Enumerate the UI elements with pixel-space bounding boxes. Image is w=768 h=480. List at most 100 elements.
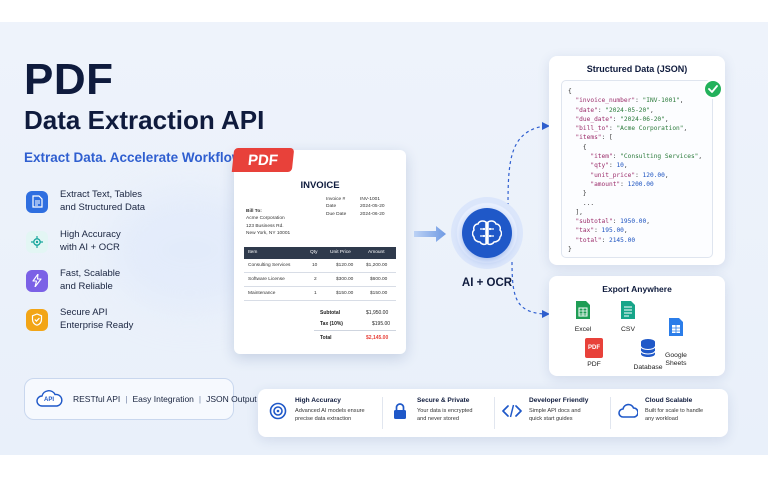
invoice-table-header: Item Qty Unit Price Amount bbox=[244, 247, 396, 259]
invoice-document: INVOICE Bill To: Acme Corporation 123 Bu… bbox=[234, 150, 406, 354]
column-header: Qty bbox=[310, 250, 318, 255]
benefit-desc-line2: precise data extraction bbox=[295, 416, 352, 423]
json-line: ... bbox=[568, 199, 595, 207]
json-line: "amount": 1200.00 bbox=[590, 180, 654, 188]
excel-icon bbox=[563, 300, 603, 323]
meta-value-due: 2024-06-20 bbox=[360, 211, 385, 217]
table-cell: $150.00 bbox=[370, 291, 388, 296]
connector-to-json bbox=[507, 122, 550, 207]
export-card: Export Anywhere Excel CSV Google Sheets … bbox=[549, 276, 725, 376]
brain-icon bbox=[462, 208, 512, 258]
json-line: } bbox=[568, 190, 587, 198]
table-cell: $150.00 bbox=[336, 291, 354, 296]
divider bbox=[382, 397, 383, 429]
benefit-desc-line1: Your data is encrypted bbox=[417, 408, 473, 414]
table-row: Maintenance 1 $150.00 $150.00 bbox=[244, 287, 396, 301]
feature-extract-line1: Extract Text, Tables bbox=[60, 189, 143, 200]
bill-to-line1: Acme Corporation bbox=[246, 216, 285, 222]
csv-icon bbox=[608, 300, 648, 323]
feature-accuracy-line1: High Accuracy bbox=[60, 229, 121, 240]
json-line: "due_date": "2024-06-20", bbox=[575, 115, 669, 123]
hero-tagline: Extract Data. Accelerate Workflows. bbox=[24, 150, 254, 165]
json-line: ], bbox=[568, 208, 583, 216]
json-code: { "invoice_number": "INV-1001", "date": … bbox=[568, 87, 702, 254]
table-cell: $120.00 bbox=[336, 263, 354, 268]
json-output-card: Structured Data (JSON) { "invoice_number… bbox=[549, 56, 725, 265]
invoice-title: INVOICE bbox=[300, 180, 340, 191]
export-excel[interactable]: Excel bbox=[563, 300, 603, 335]
json-line: { bbox=[568, 143, 587, 151]
json-code-box: { "invoice_number": "INV-1001", "date": … bbox=[561, 80, 713, 258]
export-pdf[interactable]: PDF PDF bbox=[574, 338, 614, 369]
json-line: "items": [ bbox=[575, 134, 613, 142]
benefit-desc-line2: and never stored bbox=[417, 416, 459, 423]
benefit-title: High Accuracy bbox=[295, 397, 341, 404]
pdf-icon: PDF bbox=[585, 338, 603, 358]
lightning-icon bbox=[26, 269, 48, 292]
document-icon bbox=[26, 190, 48, 213]
total-divider bbox=[314, 330, 396, 331]
connector-to-export bbox=[511, 261, 550, 318]
api-integration: Easy Integration bbox=[132, 394, 194, 404]
benefit-desc-line1: Simple API docs and bbox=[529, 408, 581, 414]
bill-to-line3: New York, NY 10001 bbox=[246, 231, 291, 237]
invoice-table: Item Qty Unit Price Amount Consulting Se… bbox=[244, 247, 396, 301]
benefit-desc-line2: quick start guides bbox=[529, 416, 573, 423]
code-icon bbox=[502, 401, 522, 421]
json-line: "unit_price": 120.00, bbox=[590, 171, 669, 179]
target-icon bbox=[268, 401, 288, 421]
benefit-developer-friendly: Developer Friendly Simple API docs and q… bbox=[502, 397, 588, 423]
benefit-title: Secure & Private bbox=[417, 397, 470, 404]
export-csv-label: CSV bbox=[621, 326, 635, 334]
feature-accuracy-line2: with AI + OCR bbox=[60, 241, 120, 253]
json-line: { bbox=[568, 88, 572, 95]
benefit-title: Developer Friendly bbox=[529, 397, 589, 404]
benefit-cloud-scalable: Cloud Scalable Built for scale to handle… bbox=[618, 397, 703, 423]
api-info-box: API RESTful API|Easy Integration|JSON Ou… bbox=[24, 378, 257, 420]
export-card-title: Export Anywhere bbox=[602, 284, 672, 294]
meta-label-due: Due Date bbox=[326, 211, 347, 217]
json-line: "item": "Consulting Services", bbox=[590, 153, 703, 161]
export-google-sheets[interactable]: Google Sheets bbox=[656, 300, 696, 369]
table-row: Consulting Services 10 $120.00 $1,200.00 bbox=[244, 259, 396, 273]
table-cell: $1,200.00 bbox=[366, 263, 388, 268]
json-line: "qty": 10, bbox=[590, 162, 628, 170]
subtotal-value: $1,950.00 bbox=[366, 310, 389, 316]
benefit-title: Cloud Scalable bbox=[645, 397, 693, 404]
feature-secure-line1: Secure API bbox=[60, 307, 108, 318]
database-icon bbox=[628, 338, 668, 361]
divider bbox=[494, 397, 495, 429]
table-cell: Maintenance bbox=[248, 291, 276, 296]
json-line: "tax": 195.00, bbox=[575, 227, 628, 235]
feature-fast-line1: Fast, Scalable bbox=[60, 268, 121, 279]
api-divider: | bbox=[198, 394, 202, 404]
export-csv[interactable]: CSV bbox=[608, 300, 648, 335]
column-header: Amount bbox=[368, 250, 385, 255]
meta-value-date: 2024-05-20 bbox=[360, 204, 385, 210]
ai-ocr-label: AI + OCR bbox=[461, 277, 513, 289]
tax-label: Tax (10%) bbox=[320, 321, 343, 327]
bill-to-label: Bill To: bbox=[246, 209, 262, 214]
benefit-high-accuracy: High Accuracy Advanced AI models ensure … bbox=[268, 397, 365, 423]
export-database[interactable]: Database bbox=[628, 338, 668, 373]
bill-to-line2: 123 Business Rd. bbox=[246, 223, 284, 229]
export-database-label: Database bbox=[633, 364, 663, 372]
check-icon bbox=[703, 79, 723, 99]
table-cell: 2 bbox=[314, 277, 317, 282]
table-cell: $600.00 bbox=[370, 277, 388, 282]
tax-value: $195.00 bbox=[372, 321, 391, 327]
hero-title: PDF bbox=[24, 55, 114, 104]
hero-subtitle: Data Extraction API bbox=[24, 105, 265, 135]
meta-value-invoice: INV-1001 bbox=[360, 197, 381, 202]
api-restful: RESTful API bbox=[73, 394, 121, 404]
json-line: "invoice_number": "INV-1001", bbox=[575, 97, 684, 105]
benefits-bar: High Accuracy Advanced AI models ensure … bbox=[258, 389, 728, 437]
table-row: Software License 2 $300.00 $600.00 bbox=[244, 273, 396, 287]
benefit-secure-private: Secure & Private Your data is encrypted … bbox=[390, 397, 472, 423]
shield-icon bbox=[26, 308, 48, 331]
